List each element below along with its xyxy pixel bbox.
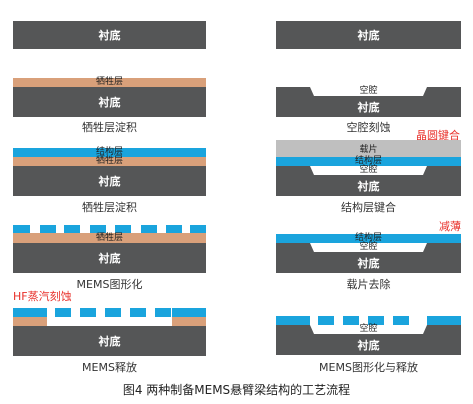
substrate-text: 衬底 [357,338,380,352]
left-step-caption-1: 牺牲层淀积 [82,121,137,134]
left-sacrificial-anchor-right [172,317,206,326]
right-substrate-3: 空腔 衬底 [276,243,461,273]
left-substrate-3: 衬底 [13,243,206,273]
structural-segment [141,225,157,233]
figure-caption: 图4 两种制备MEMS悬臂梁结构的工艺流程 [122,383,351,397]
cavity-label: 空腔 [359,86,378,96]
left-substrate-2: 衬底 [13,166,206,196]
right-carrier-2: 载片 [276,140,461,157]
left-structural-layer-2: 结构层 [13,148,206,157]
structural-segment [13,225,30,233]
substrate-text: 衬底 [357,100,380,114]
right-structural-layer-3: 结构层 [276,234,461,243]
right-structural-layer-2: 结构层 [276,157,461,166]
left-substrate-0: 衬底 [13,21,206,49]
structural-segment [368,316,384,325]
structural-segment [318,316,334,325]
left-substrate-1: 衬底 [13,87,206,117]
right-step-caption-3: 载片去除 [346,278,391,291]
structural-segment [190,225,206,233]
structural-segment [13,308,47,317]
left-sacrificial-layer-2: 牺牲层 [13,157,206,166]
structural-segment [393,316,409,325]
right-step-caption-1: 空腔刻蚀 [346,121,391,134]
structural-segment [130,308,146,317]
right-step-caption-4: MEMS图形化与释放 [319,361,418,374]
left-sacrificial-layer-3: 牺牲层 [13,233,206,243]
structural-segment [64,225,80,233]
substrate-text: 衬底 [357,256,380,270]
structural-segment [55,308,71,317]
hf-etch-annotation: HF蒸汽刻蚀 [13,290,72,303]
structural-segment [343,316,359,325]
structural-segment [90,225,106,233]
substrate-text: 衬底 [357,179,380,193]
right-substrate-1: 空腔 衬底 [276,87,461,117]
right-substrate-2: 空腔 衬底 [276,166,461,196]
cavity-label: 空腔 [359,165,378,175]
right-step-caption-2: 结构层键合 [341,201,396,214]
left-step-caption-2: 牺牲层淀积 [82,201,137,214]
wafer-bond-annotation: 晶圆键合 [416,129,460,142]
thinning-annotation: 减薄 [439,220,461,233]
structural-segment [115,225,131,233]
structural-segment [40,225,56,233]
structural-segment [105,308,121,317]
left-step-caption-4: MEMS释放 [82,361,137,374]
structural-segment [80,308,96,317]
left-substrate-4: 衬底 [13,326,206,356]
left-sacrificial-layer-1: 牺牲层 [13,78,206,87]
structural-segment [155,308,171,317]
left-step-caption-3: MEMS图形化 [76,278,143,291]
right-substrate-0: 衬底 [276,21,461,49]
structural-segment [427,316,461,325]
structural-segment [276,316,310,325]
cavity-label: 空腔 [359,242,378,252]
left-sacrificial-anchor-left [13,317,47,326]
cavity-label: 空腔 [359,324,378,334]
right-substrate-4: 空腔 衬底 [276,325,461,355]
structural-segment [172,308,206,317]
structural-segment [166,225,182,233]
